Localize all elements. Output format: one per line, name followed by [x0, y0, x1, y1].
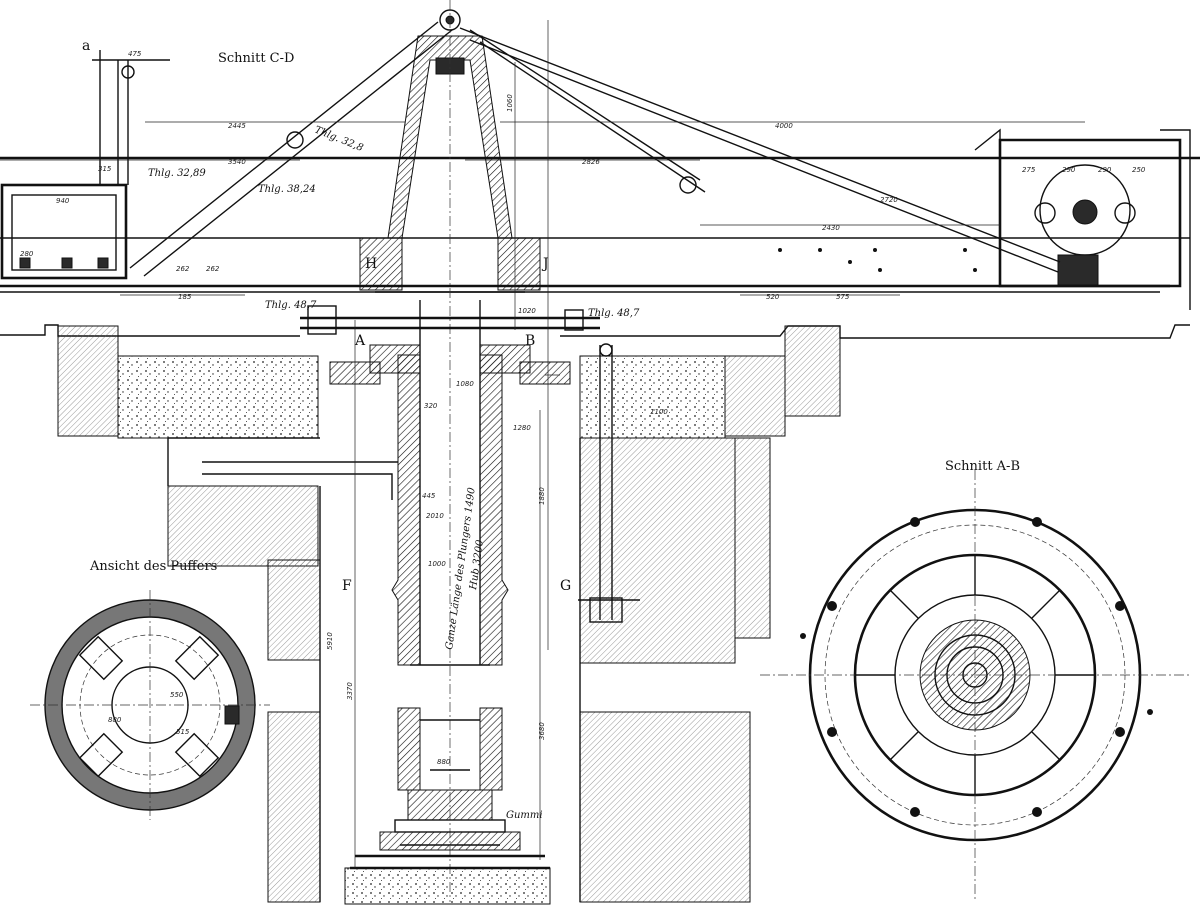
earth-left-mid [167, 485, 319, 567]
label-h: H [365, 256, 377, 272]
cylinder-wall-right [479, 354, 509, 666]
dim-262b: 262 [206, 265, 220, 273]
pipes [202, 343, 640, 623]
dim-515: 515 [176, 728, 190, 736]
dim-3370: 3370 [346, 682, 354, 700]
dim-315: 315 [98, 165, 112, 173]
dim-2010: 2010 [426, 512, 444, 520]
dim-2826: 2826 [582, 158, 600, 166]
dim-2430: 2430 [822, 224, 840, 232]
earth-right-upper [724, 355, 786, 437]
dim-185: 185 [178, 293, 192, 301]
earth-right-mid [579, 437, 736, 664]
dim-1020: 1020 [518, 307, 536, 315]
dim-3540: 3540 [228, 158, 246, 166]
dim-1100: 1100 [650, 408, 668, 416]
earth-left-bottom [267, 711, 321, 903]
ab-bolts [800, 517, 1153, 817]
dim-575: 575 [836, 293, 850, 301]
left-housing [0, 183, 128, 280]
label-a: A [354, 333, 366, 349]
dim-280: 280 [20, 250, 34, 258]
title-section-cd: Schnitt C-D [218, 51, 294, 66]
cylinder-wall-left [391, 354, 421, 666]
note-thlg-4: Thlg. 48,7 [265, 300, 317, 311]
note-rubber: Gummi [506, 810, 543, 821]
note-thlg-1: Thlg. 32,89 [148, 168, 206, 179]
earth-right-corner [784, 325, 841, 417]
foundation [0, 324, 1190, 905]
concrete-right [579, 355, 726, 439]
label-b: B [525, 333, 535, 349]
dim-5910: 5910 [326, 632, 334, 650]
dim-320: 320 [424, 402, 438, 410]
dim-880: 880 [437, 758, 451, 766]
ab-spokes [855, 555, 1095, 795]
earth-left-upper [57, 325, 119, 437]
dim-1280: 1280 [513, 424, 531, 432]
earth-right-step [734, 437, 771, 639]
dim-940: 940 [56, 197, 70, 205]
buffer-view [30, 590, 270, 820]
label-small-a: a [82, 38, 90, 54]
dim-2720: 2720 [880, 196, 898, 204]
buffer-pads [78, 635, 220, 778]
note-thlg-2: Thlg. 38,24 [258, 184, 316, 195]
dim-1880: 1880 [538, 487, 546, 505]
dim-1000: 1000 [428, 560, 446, 568]
title-buffer-view: Ansicht des Puffers [89, 559, 217, 574]
dim-550: 550 [170, 691, 184, 699]
earth-right-bottom [579, 711, 751, 903]
note-thlg-5: Thlg. 48,7 [588, 308, 640, 319]
dim-1060: 1060 [506, 94, 514, 112]
dim-2445: 2445 [228, 122, 246, 130]
lower-buffer-assembly [350, 707, 550, 870]
dim-250: 250 [1132, 166, 1146, 174]
dim-1080: 1080 [456, 380, 474, 388]
crane-beam [0, 50, 1200, 310]
label-f: F [342, 578, 352, 594]
label-g: G [560, 578, 571, 594]
beam-holes [778, 248, 977, 272]
label-j: J [541, 256, 549, 272]
title-section-ab: Schnitt A-B [945, 459, 1020, 474]
concrete-left [117, 355, 319, 439]
dim-445: 445 [422, 492, 436, 500]
right-drum-housing [998, 138, 1182, 288]
dim-275: 275 [1022, 166, 1036, 174]
dim-520: 520 [766, 293, 780, 301]
note-thlg-3: Thlg. 32,8 [313, 125, 365, 154]
dim-4000: 4000 [775, 122, 793, 130]
dim-3680: 3680 [538, 722, 546, 740]
dim-290a: 290 [1062, 166, 1076, 174]
section-ab-view [760, 470, 1190, 900]
dim-475: 475 [128, 50, 142, 58]
concrete-bottom-pad [344, 867, 551, 905]
dim-880b: 880 [108, 716, 122, 724]
dim-290b: 290 [1098, 166, 1112, 174]
dimension-lines [0, 20, 1085, 868]
earth-left-lower [267, 559, 321, 661]
tie-rods [129, 21, 1061, 277]
dim-262a: 262 [176, 265, 190, 273]
